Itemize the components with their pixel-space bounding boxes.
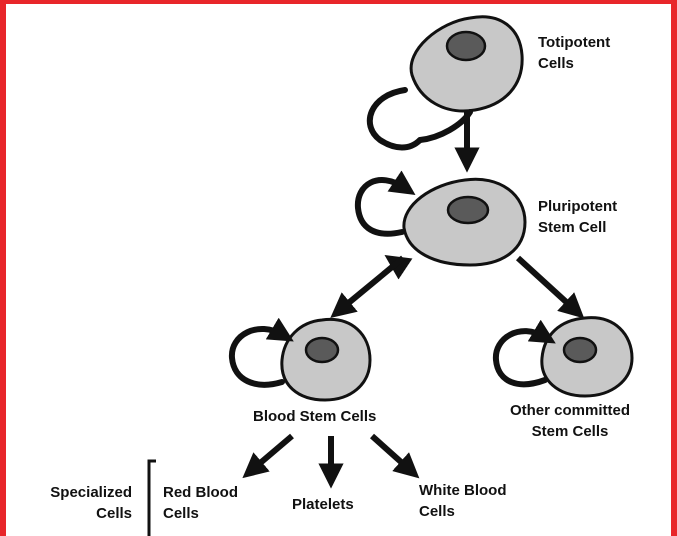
totipotent-label: Totipotent Cells	[538, 32, 610, 74]
platelets-label: Platelets	[292, 494, 354, 515]
arrow-to-white-blood-cells	[372, 436, 410, 470]
totipotent-nucleus	[447, 32, 485, 60]
white-blood-cells-label: White Blood Cells	[419, 480, 506, 522]
other-committed-label: Other committed Stem Cells	[500, 400, 640, 442]
blood-stem-cells-label: Blood Stem Cells	[253, 406, 376, 427]
other-committed-self-renewal-arrow	[496, 331, 545, 384]
other-committed-nucleus	[564, 338, 596, 362]
arrow-pluripotent-to-other	[518, 258, 575, 310]
specialized-cells-label: Specialized Cells	[6, 482, 132, 524]
other-committed-stem-cell	[542, 318, 632, 396]
totipotent-self-renewal-arrow	[370, 90, 420, 148]
totipotent-curved-tail	[420, 112, 470, 140]
pluripotent-cell	[404, 179, 525, 265]
totipotent-cell	[411, 17, 522, 111]
blood-stem-self-renewal-arrow	[232, 329, 283, 385]
specialized-cells-bracket	[149, 461, 156, 536]
pluripotent-nucleus	[448, 197, 488, 223]
blood-stem-nucleus	[306, 338, 338, 362]
arrow-to-red-blood-cells	[252, 436, 292, 470]
red-blood-cells-label: Red Blood Cells	[163, 482, 238, 524]
blood-stem-cell	[282, 319, 370, 400]
pluripotent-label: Pluripotent Stem Cell	[538, 196, 617, 238]
pluripotent-self-renewal-arrow	[358, 180, 405, 234]
arrow-pluripotent-to-blood	[340, 258, 403, 310]
